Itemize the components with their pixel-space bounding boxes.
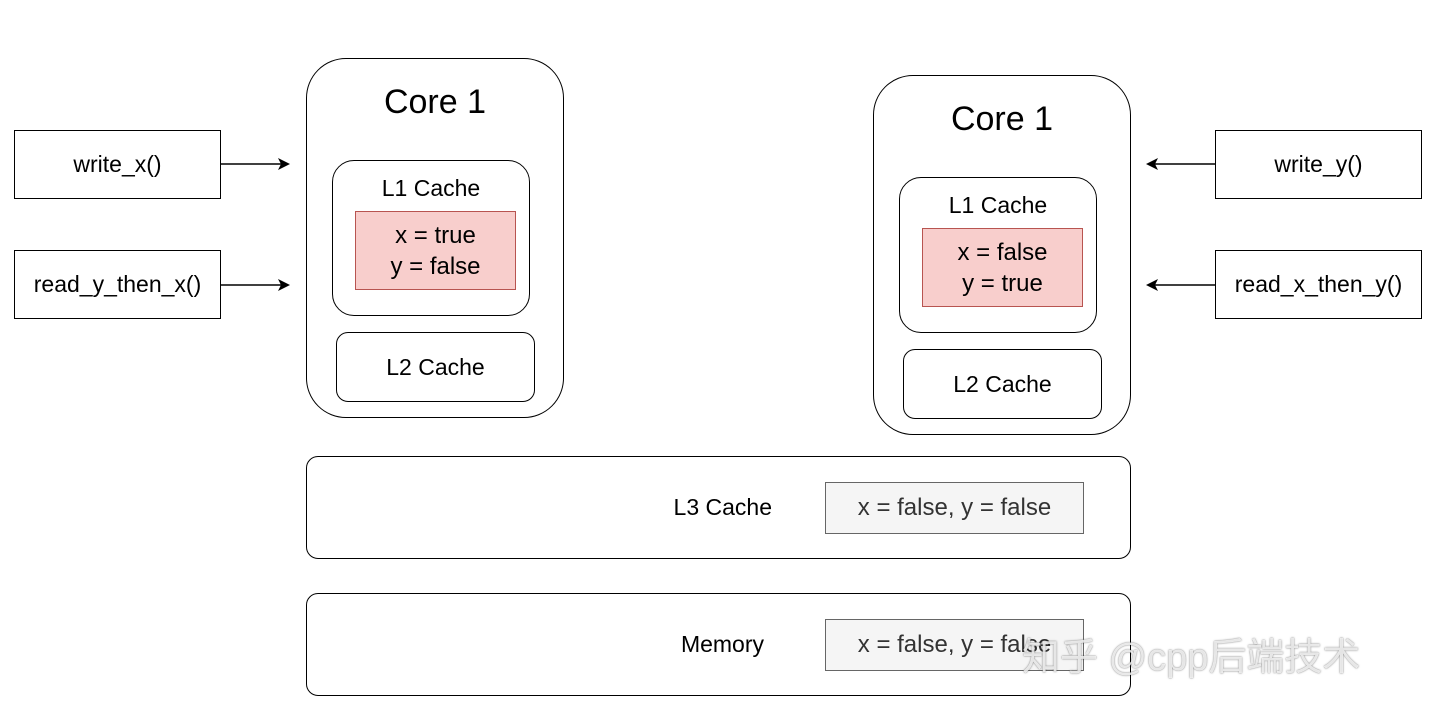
function-read-x-then-y-label: read_x_then_y(): [1234, 271, 1403, 297]
core-left-l1-x: x = true: [395, 221, 476, 249]
function-read-x-then-y: read_x_then_y(): [1215, 250, 1422, 319]
core-left-l1-state: x = true y = false: [355, 211, 516, 290]
core-right: Core 1 L1 Cache x = false y = true L2 Ca…: [873, 75, 1131, 435]
core-left-l1-y: y = false: [390, 252, 481, 280]
function-write-y: write_y(): [1215, 130, 1422, 199]
core-right-l2-label: L2 Cache: [953, 370, 1052, 397]
function-write-x-label: write_x(): [73, 151, 162, 177]
core-left-title: Core 1: [383, 83, 487, 121]
l3-cache: L3 Cache x = false, y = false: [306, 456, 1131, 559]
l3-cache-value: x = false, y = false: [857, 494, 1052, 521]
core-left-l2-cache: L2 Cache: [336, 332, 535, 402]
core-right-title: Core 1: [950, 100, 1054, 138]
core-left-l1-label: L1 Cache: [381, 175, 481, 201]
memory: Memory x = false, y = false: [306, 593, 1131, 696]
l3-cache-label: L3 Cache: [673, 494, 772, 520]
memory-label: Memory: [680, 631, 764, 657]
core-left-l2-label: L2 Cache: [386, 353, 485, 380]
core-right-l2-cache: L2 Cache: [903, 349, 1102, 419]
memory-state: x = false, y = false: [825, 619, 1084, 671]
core-right-l1-y: y = true: [962, 269, 1043, 297]
core-right-l1-x: x = false: [957, 238, 1048, 266]
core-right-l1-state: x = false y = true: [922, 228, 1083, 307]
l3-cache-state: x = false, y = false: [825, 482, 1084, 534]
core-right-l1-cache: L1 Cache x = false y = true: [899, 177, 1097, 333]
function-write-x: write_x(): [14, 130, 221, 199]
function-write-y-label: write_y(): [1274, 151, 1363, 177]
core-left-l1-cache: L1 Cache x = true y = false: [332, 160, 530, 316]
function-read-y-then-x-label: read_y_then_x(): [33, 271, 202, 297]
core-left: Core 1 L1 Cache x = true y = false L2 Ca…: [306, 58, 564, 418]
function-read-y-then-x: read_y_then_x(): [14, 250, 221, 319]
memory-value: x = false, y = false: [857, 631, 1052, 658]
core-right-l1-label: L1 Cache: [948, 192, 1048, 218]
